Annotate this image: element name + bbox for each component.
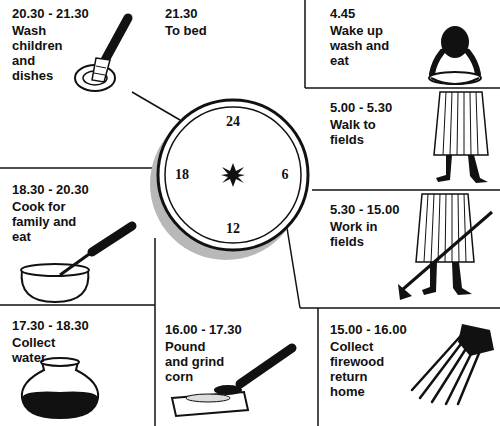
activity-label: Wash children and dishes [12,23,72,83]
activity-label: Work in fields [330,219,390,249]
time-label: 15.00 - 16.00 [330,322,407,337]
activity-label: Walk to fields [330,117,390,147]
time-label: 21.30 [165,6,198,21]
time-label: 4.45 [330,6,355,21]
clock-numeral: 6 [282,167,289,183]
activity-label: Collect water [12,335,72,365]
clock-numeral: 12 [226,221,240,237]
activity-label: Cook for family and eat [12,199,82,244]
washing-hand [75,18,128,91]
time-label: 18.30 - 20.30 [12,182,89,197]
washing-face [429,26,481,84]
water-pot [22,358,98,418]
clock [150,100,308,260]
activity-label: Wake up wash and eat [330,23,402,68]
activity-label: To bed [165,23,235,38]
time-label: 20.30 - 21.30 [12,6,89,21]
time-label: 5.00 - 5.30 [330,100,392,115]
activity-label: Collect firewood return home [330,339,396,399]
firewood-bundle [412,324,494,404]
clock-numeral: 24 [226,114,240,130]
activity-label: Pound and grind corn [165,339,231,384]
walking-figure [434,92,488,183]
time-label: 5.30 - 15.00 [330,202,399,217]
time-label: 16.00 - 17.30 [165,322,242,337]
farming-figure [398,194,492,300]
cooking-pot [21,226,132,302]
time-label: 17.30 - 18.30 [12,318,89,333]
clock-numeral: 18 [175,167,189,183]
